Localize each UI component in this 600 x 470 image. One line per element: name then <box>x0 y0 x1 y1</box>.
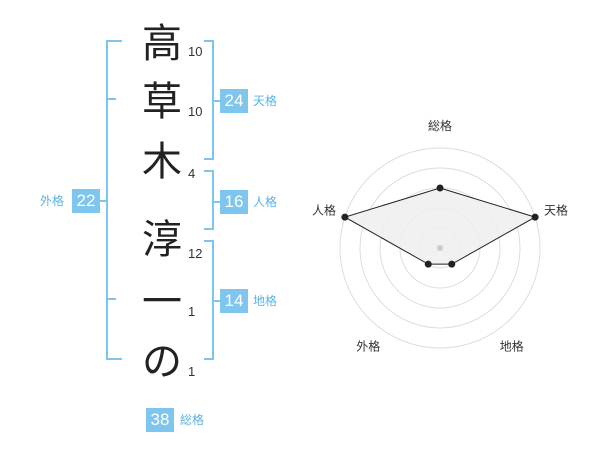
name-char-3: 木 <box>142 139 182 185</box>
tenkaku-connector <box>212 100 220 102</box>
tenkaku-bracket-bottom <box>204 158 214 160</box>
gaikaku-tick-1 <box>106 98 116 100</box>
stroke-count-6: 1 <box>188 364 196 379</box>
radar-axis-label-3: 地格 <box>500 339 524 354</box>
stroke-count-4: 12 <box>188 246 203 261</box>
tenkaku-label: 天格 <box>253 94 278 108</box>
tenkaku-bracket-top <box>204 40 214 42</box>
radar-center-dot <box>437 245 443 251</box>
radar-axis-label-5: 人格 <box>312 202 336 217</box>
gaikaku-bracket-top <box>106 40 122 42</box>
name-char-6: の <box>142 339 182 385</box>
name-char-1: 高 <box>142 21 182 67</box>
stroke-count-2: 10 <box>188 104 203 119</box>
gaikaku-connector <box>98 200 106 202</box>
gaikaku-bracket-vertical <box>106 40 108 360</box>
stroke-count-1: 10 <box>188 44 203 59</box>
chikaku-value-badge: 14 <box>220 289 248 313</box>
chikaku-connector <box>212 300 220 302</box>
radar-point-3 <box>448 260 456 268</box>
radar-point-5 <box>341 213 349 221</box>
name-char-2: 草 <box>142 79 182 125</box>
radar-point-4 <box>424 260 432 268</box>
chikaku-bracket-top <box>204 240 214 242</box>
tenkaku-value-badge: 24 <box>220 89 248 113</box>
name-char-4: 淳 <box>142 217 182 263</box>
jinkaku-bracket-bottom <box>204 228 214 230</box>
radar-ring-4 <box>359 167 521 329</box>
radar-axis-label-1: 総格 <box>428 118 452 133</box>
chikaku-label: 地格 <box>253 294 278 308</box>
gaikaku-bracket-bottom <box>106 358 122 360</box>
radar-axis-label-4: 外格 <box>356 339 380 354</box>
jinkaku-connector <box>212 201 220 203</box>
soukaku-label: 総格 <box>180 413 205 427</box>
radar-points <box>341 184 539 268</box>
jinkaku-label: 人格 <box>253 195 278 209</box>
stroke-count-3: 4 <box>188 166 196 181</box>
soukaku-value-badge: 38 <box>146 408 174 432</box>
radar-point-1 <box>436 184 444 192</box>
jinkaku-value-badge: 16 <box>220 190 248 214</box>
radar-axis-label-2: 天格 <box>544 202 568 217</box>
jinkaku-bracket-top <box>204 170 214 172</box>
radar-data-polygon <box>343 187 537 265</box>
chikaku-bracket-bottom <box>204 358 214 360</box>
stroke-count-5: 1 <box>188 304 196 319</box>
jinkaku-bracket-vertical <box>212 170 214 230</box>
gaikaku-value-badge: 22 <box>72 189 100 213</box>
gaikaku-label: 外格 <box>40 194 65 208</box>
gaikaku-tick-2 <box>106 298 116 300</box>
radar-point-2 <box>531 213 539 221</box>
name-char-5: 一 <box>142 279 182 325</box>
